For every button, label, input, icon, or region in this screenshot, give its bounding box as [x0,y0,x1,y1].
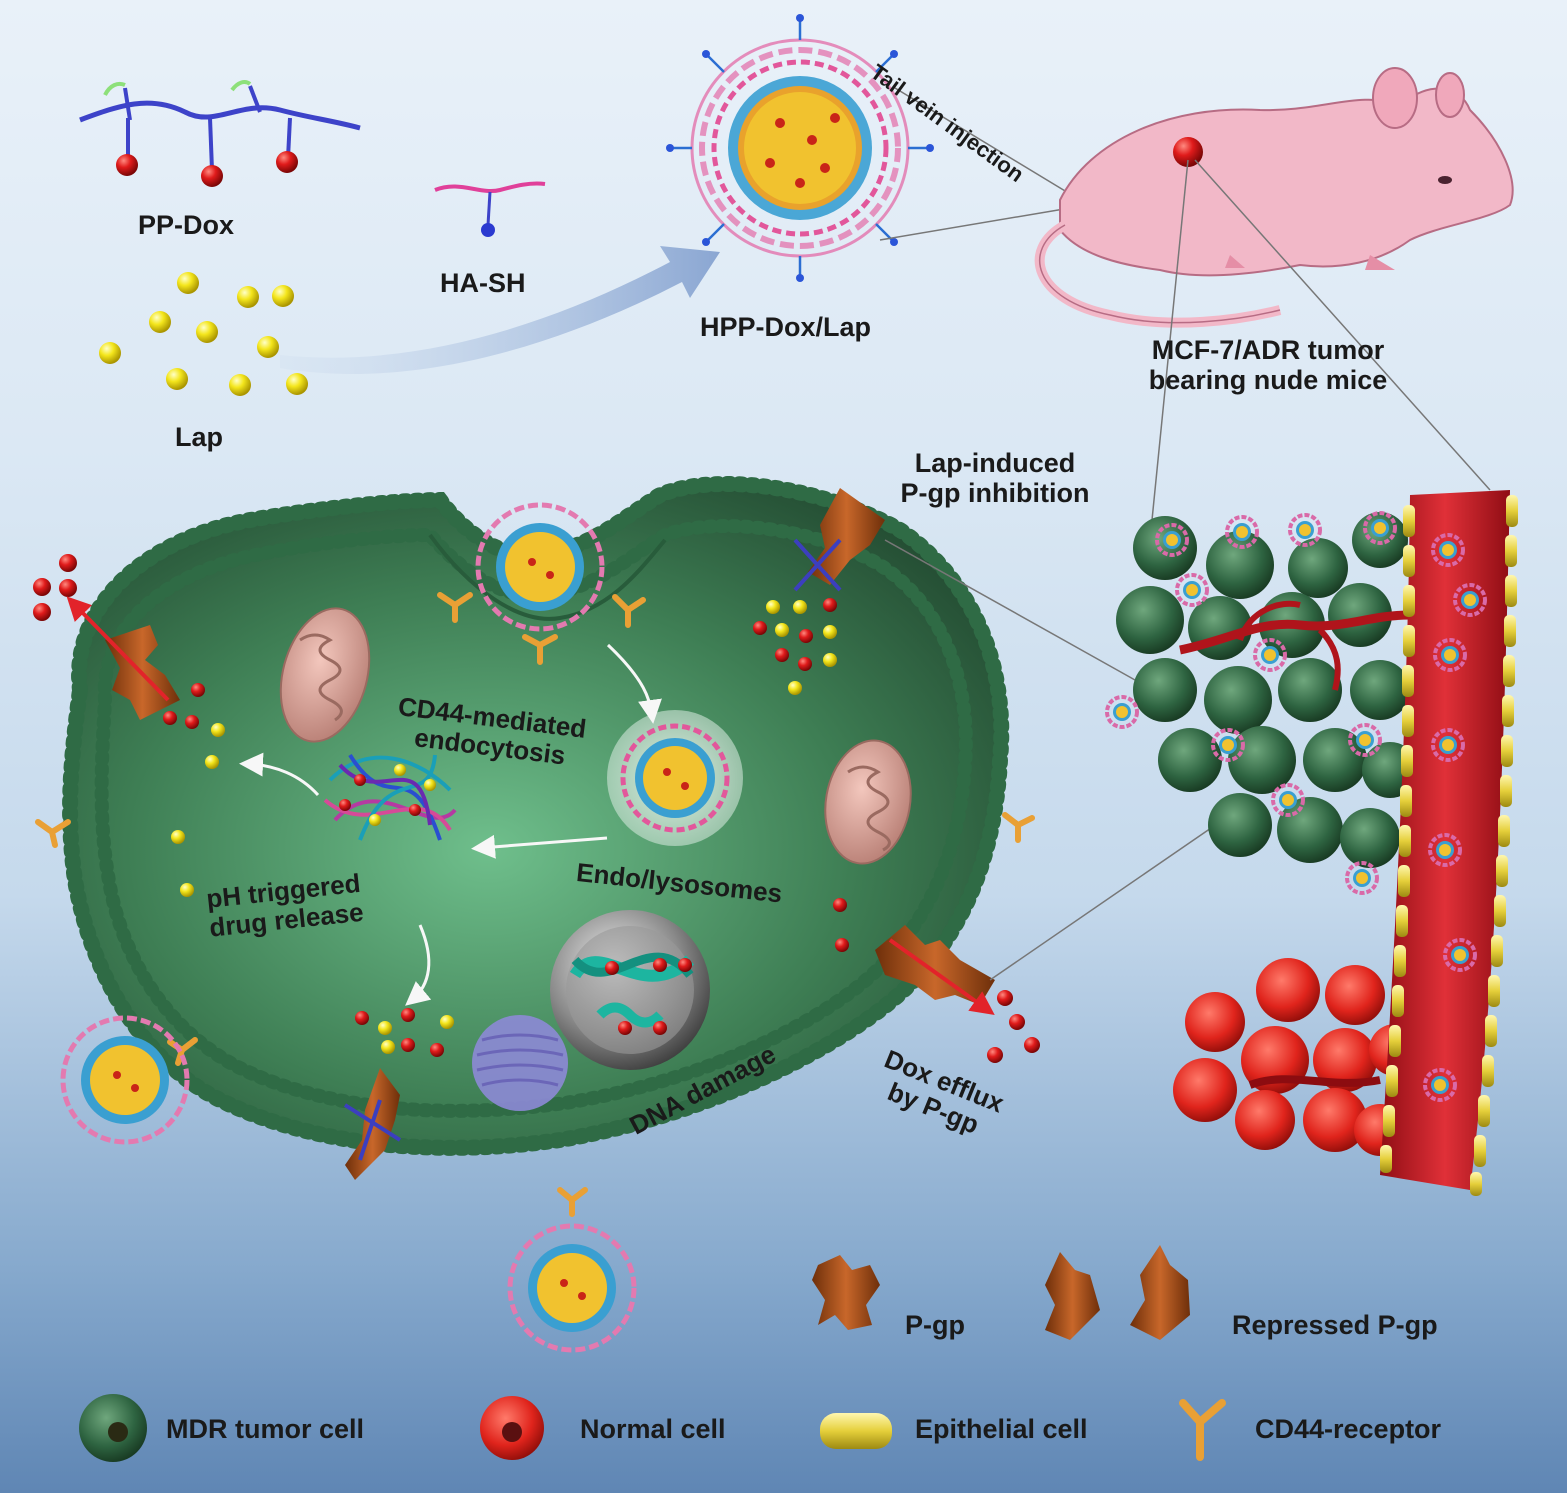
nude-mouse-icon [1034,67,1514,328]
repressed-p-gp-icon [793,488,885,592]
pp-dox-polymer-icon [79,80,361,187]
ha-sh-icon [434,181,546,237]
legend-mdr-tumor-cell-label: MDR tumor cell [166,1414,365,1444]
golgi-apparatus-icon [472,1015,568,1111]
legend-epithelial-cell-label: Epithelial cell [915,1414,1088,1444]
nucleus-dna-icon [550,910,710,1070]
free-drug-molecules [163,598,849,1057]
mice-model-line2: bearing nude mice [1148,365,1388,396]
mice-model-label: MCF-7/ADR tumor bearing nude mice [1118,335,1418,395]
p-gp-inhibition-line1: Lap-induced [914,448,1076,478]
nanoparticle-icon [507,1223,637,1353]
lap-label: Lap [175,422,224,452]
p-gp-transporter-icon [875,925,995,1015]
mice-model-line1: MCF-7/ADR tumor [1151,335,1385,365]
nanoparticle-icon [60,1015,190,1145]
nanoparticle-icon [475,502,605,632]
legend-cd44-receptor-label: CD44-receptor [1255,1414,1442,1444]
legend-normal-cell-icon [480,1396,544,1460]
legend-p-gp-icon [812,1255,880,1330]
normal-tissue [1173,958,1421,1156]
hpp-dox-lap-label: HPP-Dox/Lap [700,312,872,342]
legend-p-gp-label: P-gp [905,1310,965,1340]
mitochondrion-icon [824,739,912,865]
repressed-p-gp-icon [343,1068,402,1180]
legend-repressed-p-gp-icon [1045,1245,1190,1340]
pp-dox-label: PP-Dox [138,210,235,240]
tumor-tissue [1116,512,1418,868]
ha-sh-label: HA-SH [440,268,526,298]
legend-epithelial-cell-icon [820,1413,892,1449]
legend-normal-cell-label: Normal cell [580,1414,726,1444]
released-polymer-icon [323,753,457,841]
endo-lysosome-icon [607,710,743,846]
p-gp-inhibition-label: Lap-induced P-gp inhibition [880,448,1110,508]
p-gp-inhibition-line2: P-gp inhibition [900,478,1090,509]
legend-cd44-receptor-icon [1179,1399,1226,1461]
p-gp-transporter-icon [66,596,180,720]
hpp-dox-lap-nanoparticle-icon [666,14,934,282]
effluxed-dox [33,554,1040,1063]
legend-repressed-p-gp-label: Repressed P-gp [1232,1310,1438,1340]
lap-molecules-icon [99,272,308,396]
legend-mdr-tumor-cell-icon [79,1394,147,1462]
circulating-nanoparticles [1105,511,1487,1102]
blood-vessel [1380,490,1518,1196]
synthesis-arrow [280,246,720,374]
mitochondrion-icon [279,607,371,743]
